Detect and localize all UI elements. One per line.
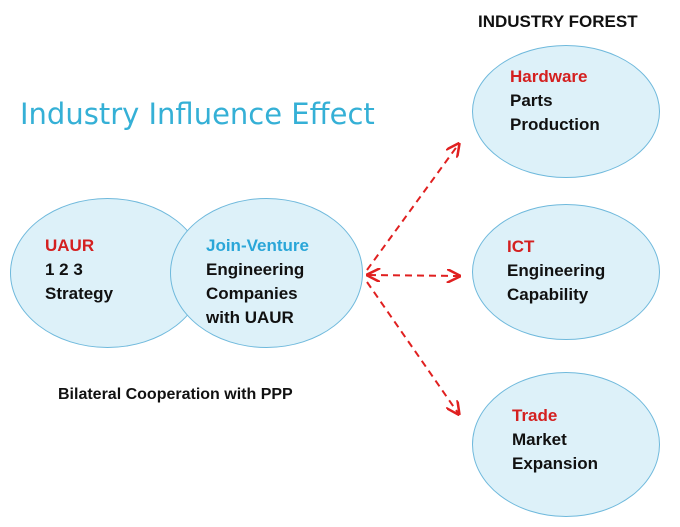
trade-line-2: Expansion	[512, 454, 598, 473]
cooperation-caption: Bilateral Cooperation with PPP	[58, 386, 293, 403]
ict-line-2: Capability	[507, 285, 589, 304]
uaur-line-2: Strategy	[45, 284, 114, 303]
uaur-node-text: UAUR 1 2 3 Strategy	[45, 234, 113, 306]
joint-venture-line-1: Engineering	[206, 260, 305, 279]
ict-heading: ICT	[507, 237, 535, 256]
trade-node	[472, 372, 660, 517]
joint-venture-line-3: with UAUR	[206, 308, 294, 327]
diagram-title: Industry Influence Effect	[20, 97, 375, 131]
hardware-line-2: Production	[510, 115, 600, 134]
joint-venture-line-2: Companies	[206, 284, 298, 303]
uaur-line-1: 1 2 3	[45, 260, 83, 279]
arrow-to-hardware	[366, 145, 458, 271]
hardware-node	[472, 45, 660, 178]
ict-line-1: Engineering	[507, 261, 606, 280]
arrow-to-trade	[366, 281, 458, 413]
ict-node-text: ICT Engineering Capability	[507, 235, 605, 307]
joint-venture-heading: Join-Venture	[206, 236, 309, 255]
ict-node	[472, 204, 660, 340]
arrow-to-ict	[369, 275, 458, 276]
hardware-heading: Hardware	[510, 67, 588, 86]
industry-forest-title: INDUSTRY FOREST	[478, 12, 638, 31]
trade-node-text: Trade Market Expansion	[512, 404, 598, 476]
hardware-line-1: Parts	[510, 91, 553, 110]
uaur-heading: UAUR	[45, 236, 95, 255]
trade-line-1: Market	[512, 430, 567, 449]
hardware-node-text: Hardware Parts Production	[510, 65, 600, 137]
joint-venture-node-text: Join-Venture Engineering Companies with …	[206, 234, 309, 330]
trade-heading: Trade	[512, 406, 558, 425]
joint-venture-node	[170, 198, 363, 348]
